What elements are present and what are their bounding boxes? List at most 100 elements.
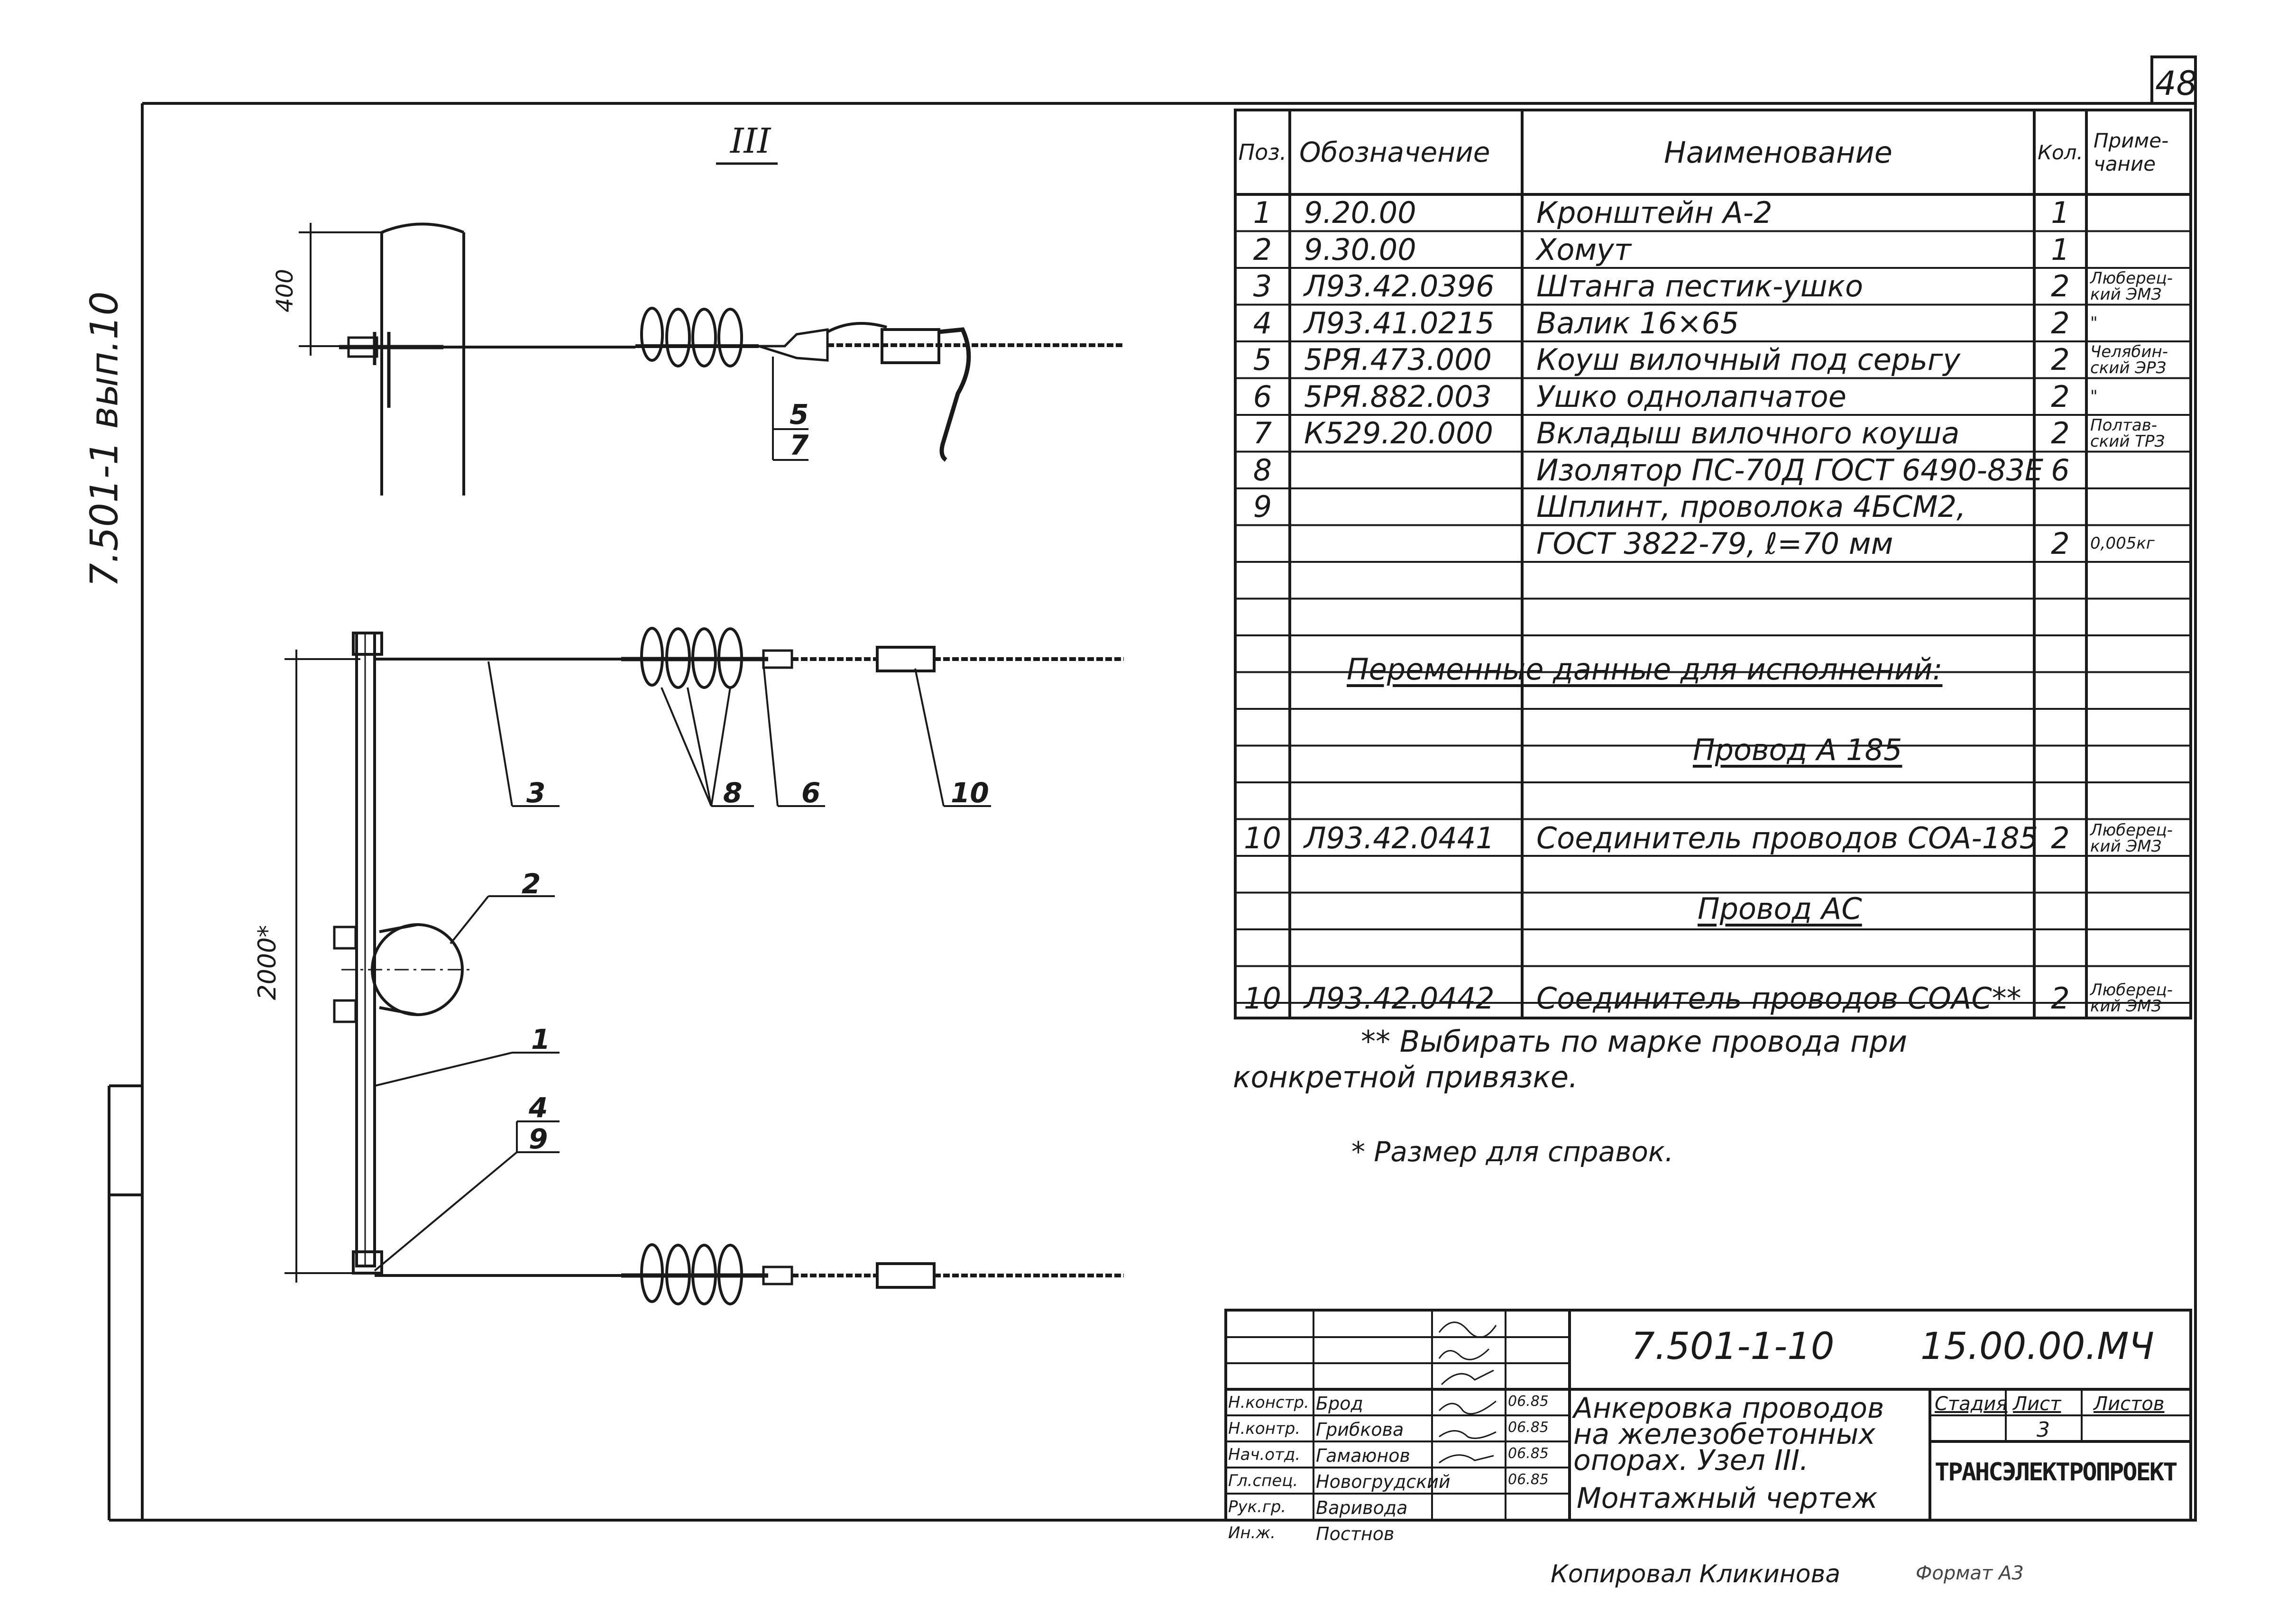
callout-3: 3 (526, 777, 546, 809)
spec-cell-pos: 1 (1253, 195, 1272, 230)
stamp-sheets-label: Листов (2094, 1393, 2165, 1415)
stamp-person-role: Ин.ж. (1228, 1523, 1276, 1542)
node-title: III (730, 121, 771, 161)
stamp-person-name: Новогрудский (1316, 1471, 1451, 1492)
spec-cell-pos: 4 (1253, 305, 1272, 340)
spec-cell-note: 0,005кг (2090, 534, 2155, 553)
stamp-person-name: Брод (1316, 1393, 1363, 1414)
spec-cell-qty (2034, 488, 2086, 525)
stamp-doc-number: 7.501-1-10 (1631, 1325, 1835, 1368)
spec-cell-pos: 6 (1253, 379, 1272, 414)
spec-cell-qty: 2 (2051, 342, 2070, 377)
spec-cell-des: Л93.42.0396 (1304, 269, 1495, 304)
spec-cell-note (2086, 452, 2191, 489)
table-header-name: Наименование (1664, 135, 1892, 170)
row-a185-qty: 2 (2051, 821, 2070, 855)
corner-number-box (2150, 55, 2197, 104)
spec-cell-note (2086, 488, 2191, 525)
spec-cell-pos: 5 (1253, 342, 1272, 377)
spec-cell-name: Коуш вилочный под серьгу (1536, 342, 1961, 377)
row-ac-qty: 2 (2051, 981, 2070, 1016)
spec-cell-pos: 9 (1253, 489, 1272, 524)
stamp-title-line1: Анкеровка проводов (1573, 1392, 1884, 1425)
stamp-title-line2: на железобетонных (1573, 1418, 1875, 1451)
stamp-person-role: Рук.гр. (1228, 1497, 1286, 1516)
spec-cell-note: " (2090, 313, 2098, 333)
section-variable-data: Переменные данные для исполнений: (1347, 652, 1943, 687)
note-choose-by-wire: ** Выбирать по марке провода при (1361, 1024, 1908, 1059)
stamp-person-role: Нач.отд. (1228, 1445, 1301, 1464)
table-header-qty: Кол. (2038, 140, 2083, 164)
spec-cell-qty: 2 (2051, 305, 2070, 340)
spec-cell-note (2086, 194, 2191, 231)
row-ac-name: Соединитель проводов СОАС** (1536, 981, 2021, 1016)
stamp-person-name: Гамаюнов (1316, 1445, 1410, 1466)
callout-1: 1 (531, 1023, 551, 1055)
spec-cell-des: 9.30.00 (1304, 232, 1416, 267)
spec-cell-des: 9.20.00 (1304, 195, 1416, 230)
table-header-designation: Обозначение (1299, 136, 1490, 168)
callout-8: 8 (723, 777, 743, 809)
spec-cell-note (2086, 231, 2191, 268)
binding-box (108, 1084, 142, 1196)
callout-10: 10 (951, 777, 989, 809)
spec-cell-name: Шплинт, проволока 4БСМ2, (1536, 489, 1966, 524)
callout-6: 6 (801, 777, 821, 809)
callout-7: 7 (790, 429, 809, 461)
spec-cell-qty: 6 (2051, 452, 2070, 487)
callout-2: 2 (522, 868, 541, 900)
stamp-sheet-value: 3 (2037, 1418, 2050, 1442)
spec-cell-des: Л93.41.0215 (1304, 305, 1495, 340)
stamp-sheet-label: Лист (2013, 1393, 2061, 1415)
stamp-person-role: Н.контр. (1228, 1419, 1301, 1438)
spec-cell-des: К529.20.000 (1304, 416, 1494, 451)
spec-cell-name: Вкладыш вилочного коуша (1536, 416, 1960, 451)
stamp-person-date: 06.85 (1508, 1445, 1549, 1462)
spec-cell-name: Ушко однолапчатое (1536, 379, 1846, 414)
stamp-person-name: Варивода (1316, 1497, 1408, 1518)
dimension-400: 400 (271, 269, 298, 312)
footer-copied-by: Копировал Кликинова (1551, 1560, 1841, 1588)
spec-cell-pos: 7 (1253, 416, 1272, 451)
callout-4: 4 (529, 1092, 548, 1124)
stamp-person-name: Грибкова (1316, 1419, 1404, 1440)
stamp-doc-type: Монтажный чертеж (1577, 1482, 1878, 1515)
spec-cell-qty: 2 (2051, 416, 2070, 451)
spec-cell-qty: 2 (2051, 269, 2070, 304)
spec-cell-note: Люберец-кий ЭМЗ (2090, 268, 2173, 304)
note-reference-size: * Размер для справок. (1351, 1136, 1674, 1168)
spec-cell-qty: 1 (2051, 195, 2070, 230)
spec-cell-note: Полтав-ский ТРЗ (2090, 415, 2165, 451)
row-a185-designation: Л93.42.0441 (1304, 821, 1495, 855)
stamp-person-name: Постнов (1316, 1523, 1395, 1544)
spec-cell-des (1290, 488, 1522, 525)
footer-format: Формат А3 (1916, 1562, 2024, 1584)
spec-cell-name: Хомут (1536, 232, 1631, 267)
stamp-person-role: Н.констр. (1228, 1393, 1309, 1412)
spec-cell-des (1290, 525, 1522, 562)
section-wire-ac: Провод АС (1698, 891, 1862, 926)
title-block-grid (1224, 1309, 2192, 1522)
row-a185-pos: 10 (1244, 821, 1281, 855)
stamp-title-line3: опорах. Узел III. (1573, 1444, 1809, 1477)
spec-cell-pos (1235, 525, 1290, 562)
spec-cell-pos: 3 (1253, 269, 1272, 304)
spec-cell-des: 5РЯ.473.000 (1304, 342, 1492, 377)
stamp-person-date: 06.85 (1508, 1471, 1549, 1488)
spec-cell-pos: 2 (1253, 232, 1272, 267)
table-header-pos: Поз. (1238, 139, 1287, 165)
corner-sheet-number: 48 (2155, 64, 2198, 103)
note-choose-by-wire-line2: конкретной привязке. (1233, 1060, 1578, 1094)
spec-cell-des (1290, 452, 1522, 489)
table-header-note: Приме-чание (2094, 129, 2169, 175)
spec-cell-name: Валик 16×65 (1536, 305, 1739, 340)
section-wire-a185: Провод А 185 (1693, 733, 1902, 767)
dimension-2000: 2000* (253, 925, 282, 1000)
row-ac-note: Люберец-кий ЭМЗ (2090, 981, 2173, 1016)
spec-cell-pos: 8 (1253, 452, 1272, 487)
callout-9: 9 (529, 1123, 548, 1155)
spec-cell-name: Изолятор ПС-70Д ГОСТ 6490-83Е (1536, 452, 2044, 487)
callout-5: 5 (790, 398, 809, 431)
stamp-person-date: 06.85 (1508, 1419, 1549, 1436)
